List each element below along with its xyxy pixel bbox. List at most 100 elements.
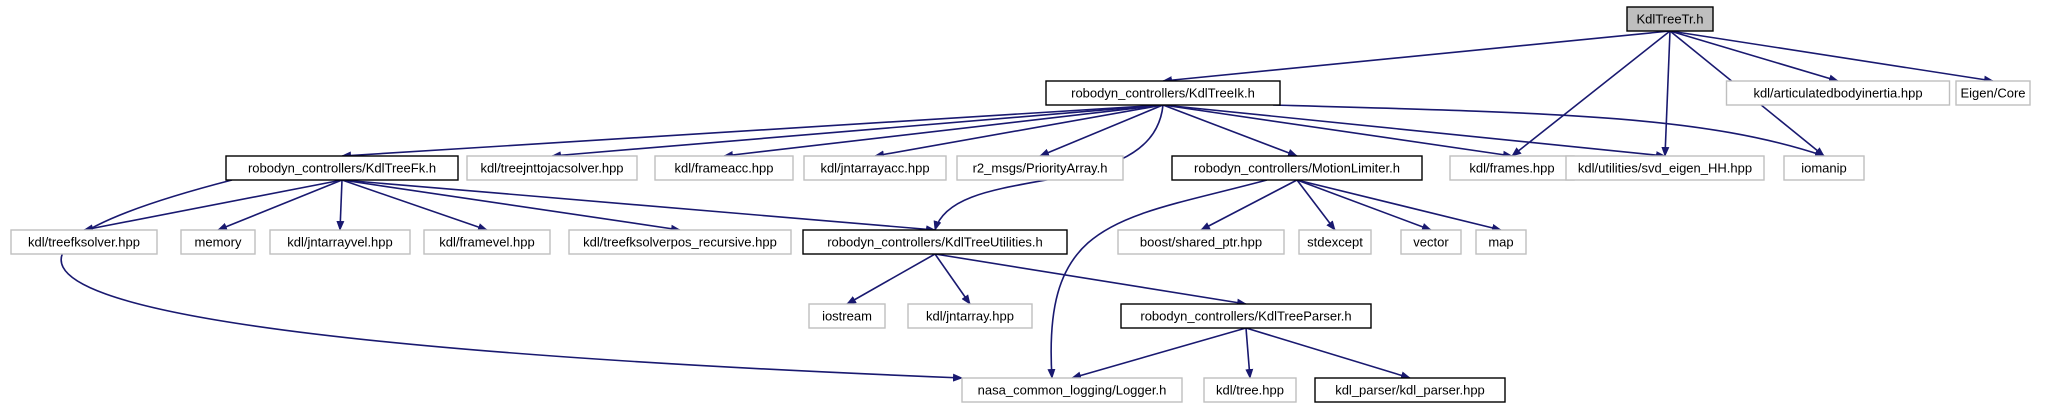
node-kdltreefk[interactable]: robodyn_controllers/KdlTreeFk.h [225, 155, 459, 181]
node-box-eigencore [1955, 80, 2031, 106]
node-box-kdltreeik [1045, 80, 1281, 106]
node-box-motionlimiter [1171, 155, 1423, 181]
node-treefkpos: kdl/treefksolverpos_recursive.hpp [568, 229, 792, 255]
node-label-iomanip: iomanip [1801, 161, 1847, 176]
node-parser[interactable]: robodyn_controllers/KdlTreeParser.h [1120, 303, 1372, 329]
node-label-kdltreefk: robodyn_controllers/KdlTreeFk.h [248, 161, 436, 176]
node-box-jntarray [907, 303, 1033, 329]
edge-kdltreeik-to-svd [1162, 104, 1666, 160]
node-box-parser [1120, 303, 1372, 329]
node-kdltreeik[interactable]: robodyn_controllers/KdlTreeIk.h [1045, 80, 1281, 106]
node-svd: kdl/utilities/svd_eigen_HH.hpp [1565, 155, 1765, 181]
edge-utilities-to-iostream [846, 253, 936, 305]
node-label-eigencore: Eigen/Core [1960, 86, 2025, 101]
node-box-jntarrayacc [803, 155, 947, 181]
edge-utilities-to-parser [934, 253, 1247, 307]
node-motionlimiter[interactable]: robodyn_controllers/MotionLimiter.h [1171, 155, 1423, 181]
edge-motionlimiter-to-stdexcept [1296, 179, 1336, 231]
node-box-kdltreefk [225, 155, 459, 181]
node-iomanip: iomanip [1783, 155, 1865, 181]
node-jntarray: kdl/jntarray.hpp [907, 303, 1033, 329]
node-articulated: kdl/articulatedbodyinertia.hpp [1725, 80, 1951, 106]
node-kdltreetr[interactable]: KdlTreeTr.h [1626, 6, 1714, 32]
node-jntarrayacc: kdl/jntarrayacc.hpp [803, 155, 947, 181]
node-label-logger: nasa_common_logging/Logger.h [978, 383, 1167, 398]
edge-kdltreeik-to-jntarrayacc [874, 104, 1164, 159]
node-treefksolver: kdl/treefksolver.hpp [10, 229, 158, 255]
node-label-frameacc: kdl/frameacc.hpp [675, 161, 774, 176]
node-kdlparser[interactable]: kdl_parser/kdl_parser.hpp [1314, 377, 1506, 403]
node-label-motionlimiter: robodyn_controllers/MotionLimiter.h [1194, 161, 1400, 176]
edge-kdltreefk-to-jntarrayvel [336, 179, 345, 231]
node-label-treefksolver: kdl/treefksolver.hpp [28, 235, 140, 250]
node-box-frameacc [654, 155, 794, 181]
node-sharedptr: boost/shared_ptr.hpp [1117, 229, 1285, 255]
node-box-kdlparser [1314, 377, 1506, 403]
node-box-treefkpos [568, 229, 792, 255]
node-label-jntarray: kdl/jntarray.hpp [926, 309, 1014, 324]
edge-kdltreefk-to-framevel [341, 179, 488, 231]
edge-kdltreetr-to-svd [1661, 30, 1671, 157]
node-label-kdlparser: kdl_parser/kdl_parser.hpp [1335, 383, 1485, 398]
node-box-priority [956, 155, 1124, 181]
node-iostream: iostream [808, 303, 886, 329]
edge-kdltreeik-to-kdltreefk [341, 104, 1164, 160]
node-priority: r2_msgs/PriorityArray.h [956, 155, 1124, 181]
node-box-treejnt [466, 155, 638, 181]
node-box-logger [961, 377, 1183, 403]
edge-kdltreeik-to-priority [1039, 104, 1164, 157]
node-label-vector: vector [1413, 235, 1449, 250]
edge-motionlimiter-to-logger [1047, 179, 1268, 379]
node-box-map [1475, 229, 1527, 255]
node-box-framevel [423, 229, 551, 255]
node-label-treefkpos: kdl/treefksolverpos_recursive.hpp [583, 235, 777, 250]
edge-kdltreeik-to-frames [1162, 104, 1513, 159]
edge-parser-to-kdlparser [1245, 327, 1411, 380]
nodes-layer: KdlTreeTr.h robodyn_controllers/KdlTreeIk… [10, 6, 2031, 403]
node-box-kdltreetr [1626, 6, 1714, 32]
node-logger: nasa_common_logging/Logger.h [961, 377, 1183, 403]
node-label-utilities: robodyn_controllers/KdlTreeUtilities.h [827, 235, 1043, 250]
node-map: map [1475, 229, 1527, 255]
node-box-svd [1565, 155, 1765, 181]
node-label-tree: kdl/tree.hpp [1216, 383, 1284, 398]
edge-kdltreefk-to-logger [60, 179, 963, 382]
node-tree: kdl/tree.hpp [1203, 377, 1297, 403]
node-treejnt: kdl/treejnttojacsolver.hpp [466, 155, 638, 181]
node-label-jntarrayacc: kdl/jntarrayacc.hpp [820, 161, 929, 176]
edge-kdltreeik-to-iomanip [1272, 104, 1825, 157]
edge-utilities-to-jntarray [934, 253, 971, 305]
node-box-treefksolver [10, 229, 158, 255]
node-label-memory: memory [195, 235, 242, 250]
node-frames: kdl/frames.hpp [1449, 155, 1575, 181]
node-eigencore: Eigen/Core [1955, 80, 2031, 106]
node-box-memory [180, 229, 256, 255]
node-utilities[interactable]: robodyn_controllers/KdlTreeUtilities.h [802, 229, 1068, 255]
node-box-articulated [1725, 80, 1951, 106]
edge-parser-to-tree [1245, 327, 1254, 379]
edge-kdltreeik-to-treejnt [551, 104, 1164, 160]
node-memory: memory [180, 229, 256, 255]
edge-motionlimiter-to-sharedptr [1200, 179, 1298, 231]
edges-layer [60, 30, 1994, 382]
edge-kdltreetr-to-frames [1511, 30, 1671, 157]
edge-kdltreefk-to-memory [217, 179, 343, 231]
node-label-frames: kdl/frames.hpp [1469, 161, 1554, 176]
node-box-stdexcept [1298, 229, 1372, 255]
node-label-articulated: kdl/articulatedbodyinertia.hpp [1753, 86, 1922, 101]
node-label-iostream: iostream [822, 309, 872, 324]
node-label-treejnt: kdl/treejnttojacsolver.hpp [480, 161, 623, 176]
node-label-kdltreetr: KdlTreeTr.h [1637, 12, 1704, 27]
node-stdexcept: stdexcept [1298, 229, 1372, 255]
node-label-sharedptr: boost/shared_ptr.hpp [1140, 235, 1262, 250]
node-box-iomanip [1783, 155, 1865, 181]
node-label-priority: r2_msgs/PriorityArray.h [973, 161, 1108, 176]
node-box-jntarrayvel [269, 229, 411, 255]
node-label-map: map [1488, 235, 1513, 250]
edge-kdltreefk-to-treefkpos [341, 179, 681, 233]
node-box-utilities [802, 229, 1068, 255]
node-vector: vector [1400, 229, 1462, 255]
edge-kdltreeik-to-motionlimiter [1162, 104, 1298, 157]
node-label-svd: kdl/utilities/svd_eigen_HH.hpp [1578, 161, 1752, 176]
